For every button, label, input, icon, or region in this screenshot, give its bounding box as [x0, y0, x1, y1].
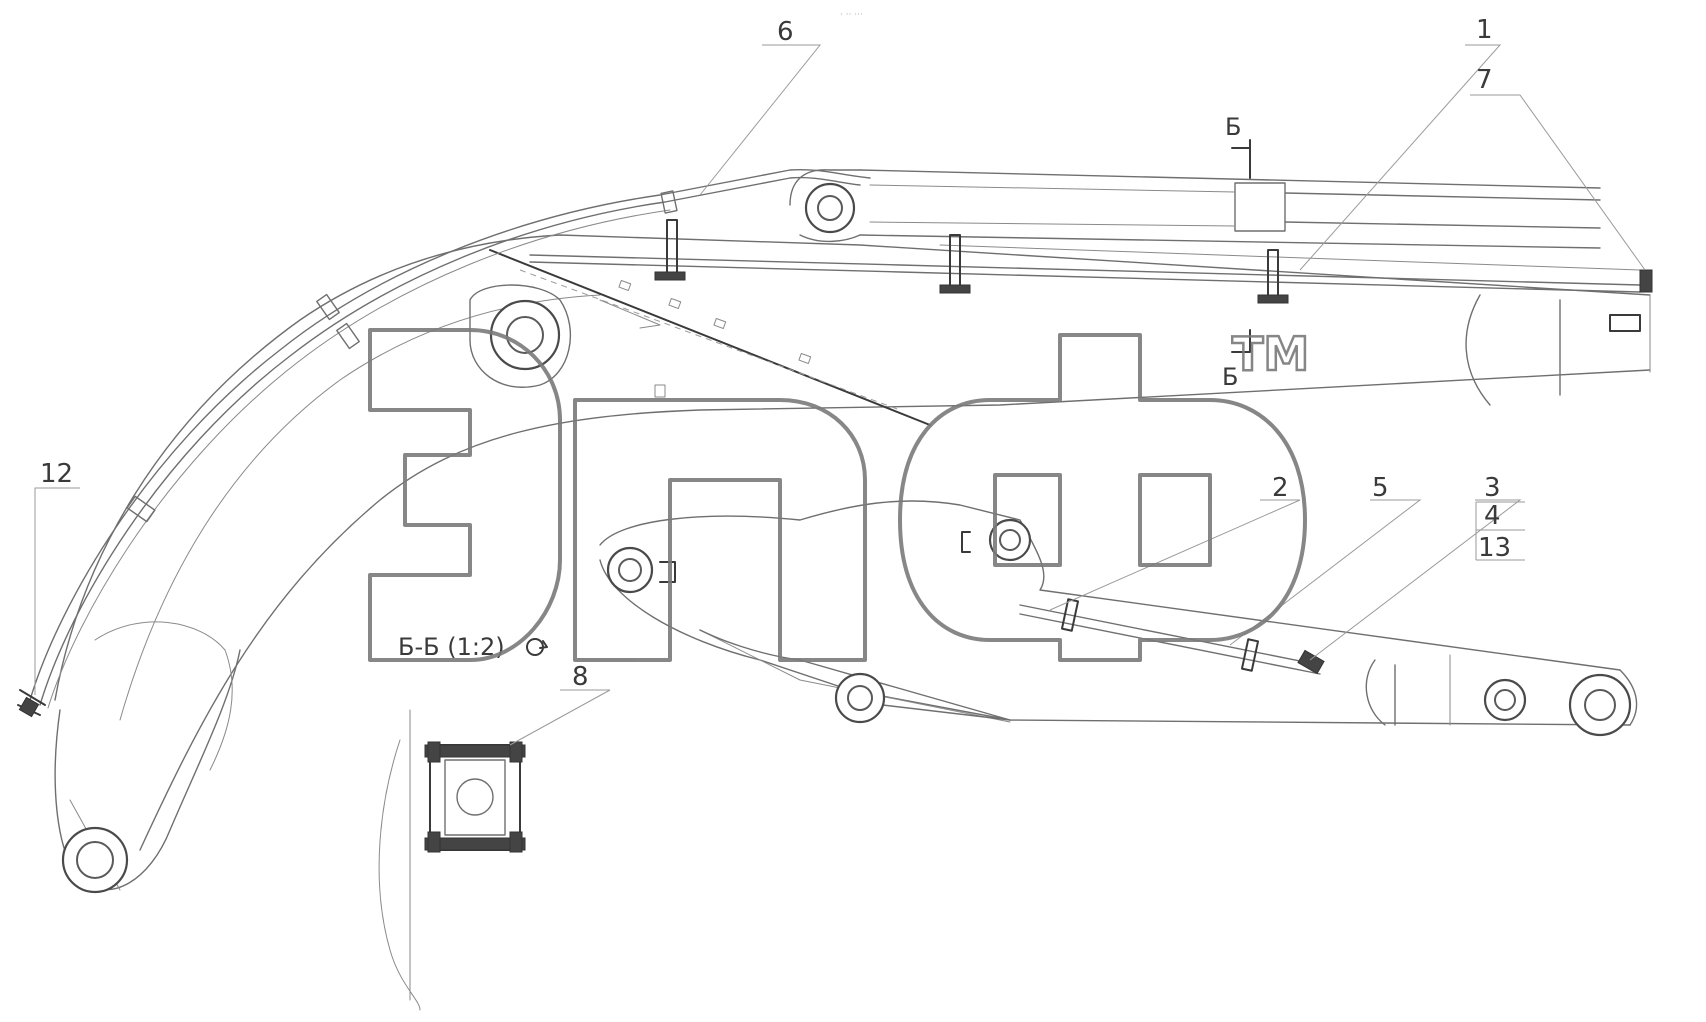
callout-6: 6: [777, 17, 794, 47]
callout-1: 1: [1476, 15, 1493, 45]
hose-clamp: [939, 234, 971, 294]
section-marker-bottom: Б: [1222, 363, 1238, 391]
watermark-logo: ТМ: [368, 326, 1310, 662]
pin-arm-bottom: [834, 672, 886, 724]
pin-arm-tip: [1568, 673, 1632, 737]
callout-2: 2: [1272, 473, 1289, 503]
pin-boom-cylinder-mount: [489, 299, 561, 371]
callout-5: 5: [1372, 473, 1389, 503]
lower-hose-pair: [529, 219, 1653, 332]
pins: [61, 299, 1632, 894]
callout-13: 13: [1478, 533, 1511, 563]
callouts: 6 1 7 12 2 5 3 4 13 8 Б Б Б-Б (1:2): [40, 15, 1525, 692]
callout-3: 3: [1484, 473, 1501, 503]
pin-arm-link: [961, 518, 1032, 562]
section-view-b-b: [378, 709, 526, 1011]
pin-arm-left: [606, 546, 676, 594]
hose-clamp: [1257, 249, 1289, 304]
callout-4: 4: [1484, 501, 1501, 531]
pin-boom-heel: [61, 826, 129, 894]
hydraulic-cylinder: [789, 169, 1601, 249]
arm-hose: [1019, 598, 1325, 675]
callout-12: 12: [40, 459, 73, 489]
callout-7: 7: [1476, 65, 1493, 95]
hose-bundle: [17, 168, 871, 718]
pin-arm-right: [1483, 678, 1527, 722]
leader-lines: [34, 44, 1646, 746]
callout-8: 8: [572, 662, 589, 692]
hose-clamp: [654, 219, 686, 281]
boom-body: [54, 234, 1651, 891]
section-marker-top: Б: [1225, 113, 1241, 141]
watermark-tm: ТМ: [1232, 327, 1309, 381]
faint-header-mark: · ·· ···: [840, 10, 863, 20]
